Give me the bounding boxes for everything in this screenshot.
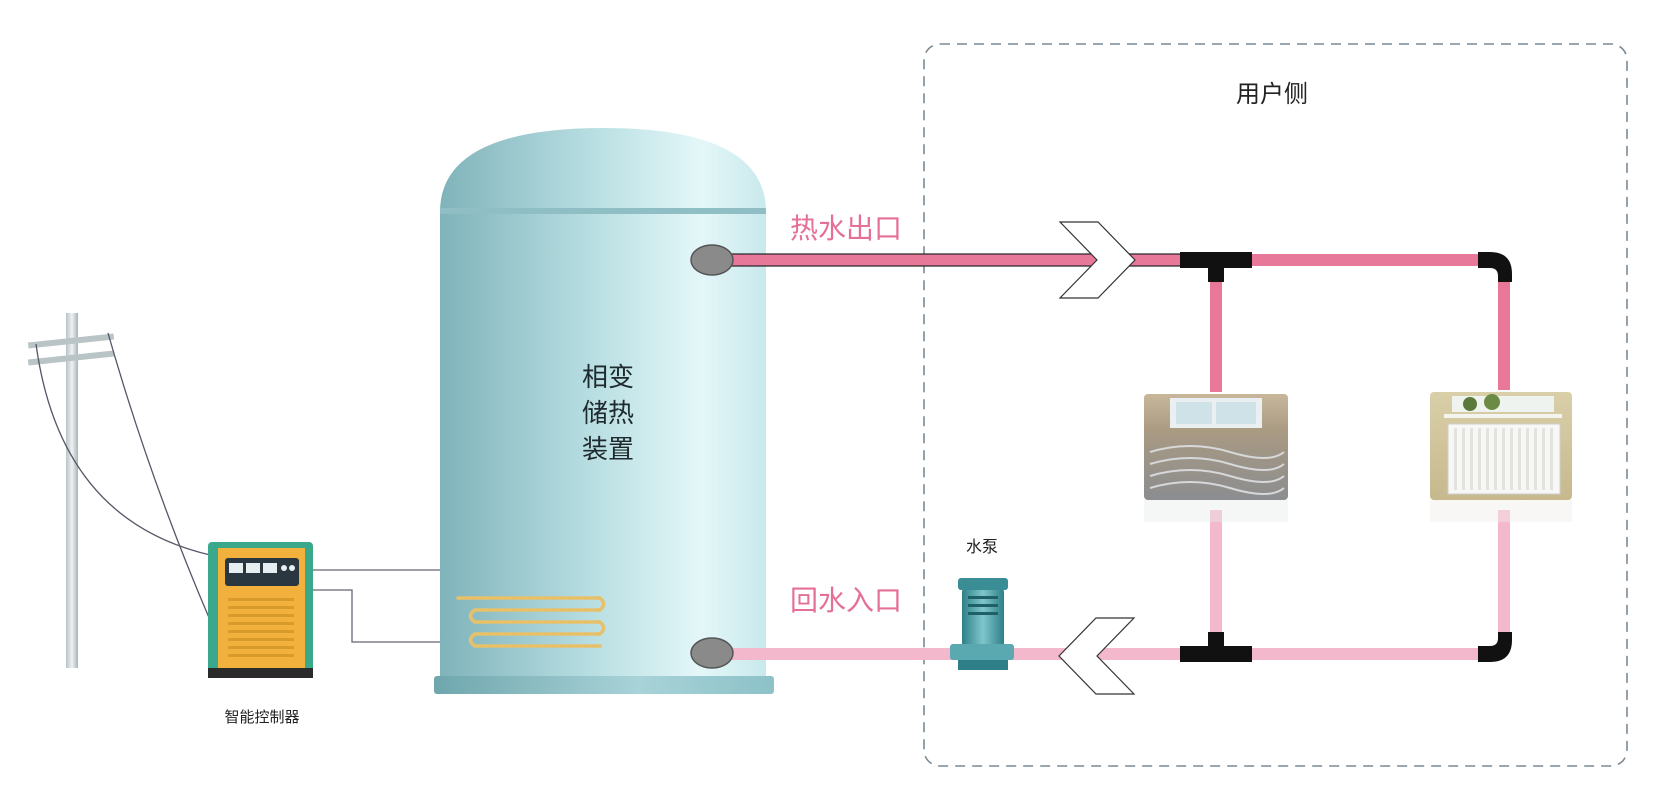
hot-pipe-drop-right <box>1498 270 1510 390</box>
return-pipe-tee <box>1180 646 1252 662</box>
smart-controller <box>208 542 313 678</box>
tank-label-line2: 储热 <box>582 399 634 429</box>
hot-outlet-label: 热水出口 <box>790 212 902 245</box>
hot-pipe-drop-left <box>1210 266 1222 392</box>
return-inlet-label: 回水入口 <box>790 584 902 617</box>
floor-heating-photo <box>1144 394 1288 522</box>
hot-pipe-elbow <box>1478 252 1512 282</box>
return-flow-arrow-icon <box>1058 617 1136 695</box>
user-side-boundary <box>923 43 1628 767</box>
return-pipe-tee-stem <box>1208 632 1224 648</box>
hot-pipe-tee <box>1180 252 1252 268</box>
controller-wire-lower <box>313 589 468 643</box>
return-pipe-rise-left <box>1210 510 1222 650</box>
utility-pole-icon <box>27 313 211 668</box>
tank-label-line1: 相变 <box>582 363 634 393</box>
return-pipe-rise-right <box>1498 510 1510 640</box>
user-side-label: 用户侧 <box>1236 80 1308 108</box>
hot-water-pipe-user-side <box>1182 254 1480 266</box>
tank-label-line3: 装置 <box>582 435 634 465</box>
pump-label: 水泵 <box>966 537 998 556</box>
water-pump-icon <box>950 578 1014 670</box>
radiator-photo <box>1430 392 1572 522</box>
return-pipe-elbow <box>1478 632 1512 662</box>
return-inlet-port <box>690 637 734 669</box>
heating-coil <box>456 596 606 648</box>
phase-change-storage-tank <box>434 128 774 694</box>
controller-label: 智能控制器 <box>224 708 299 726</box>
hot-outlet-port <box>690 244 734 276</box>
hot-pipe-tee-stem <box>1208 266 1224 282</box>
hot-flow-arrow-icon <box>1058 221 1136 299</box>
